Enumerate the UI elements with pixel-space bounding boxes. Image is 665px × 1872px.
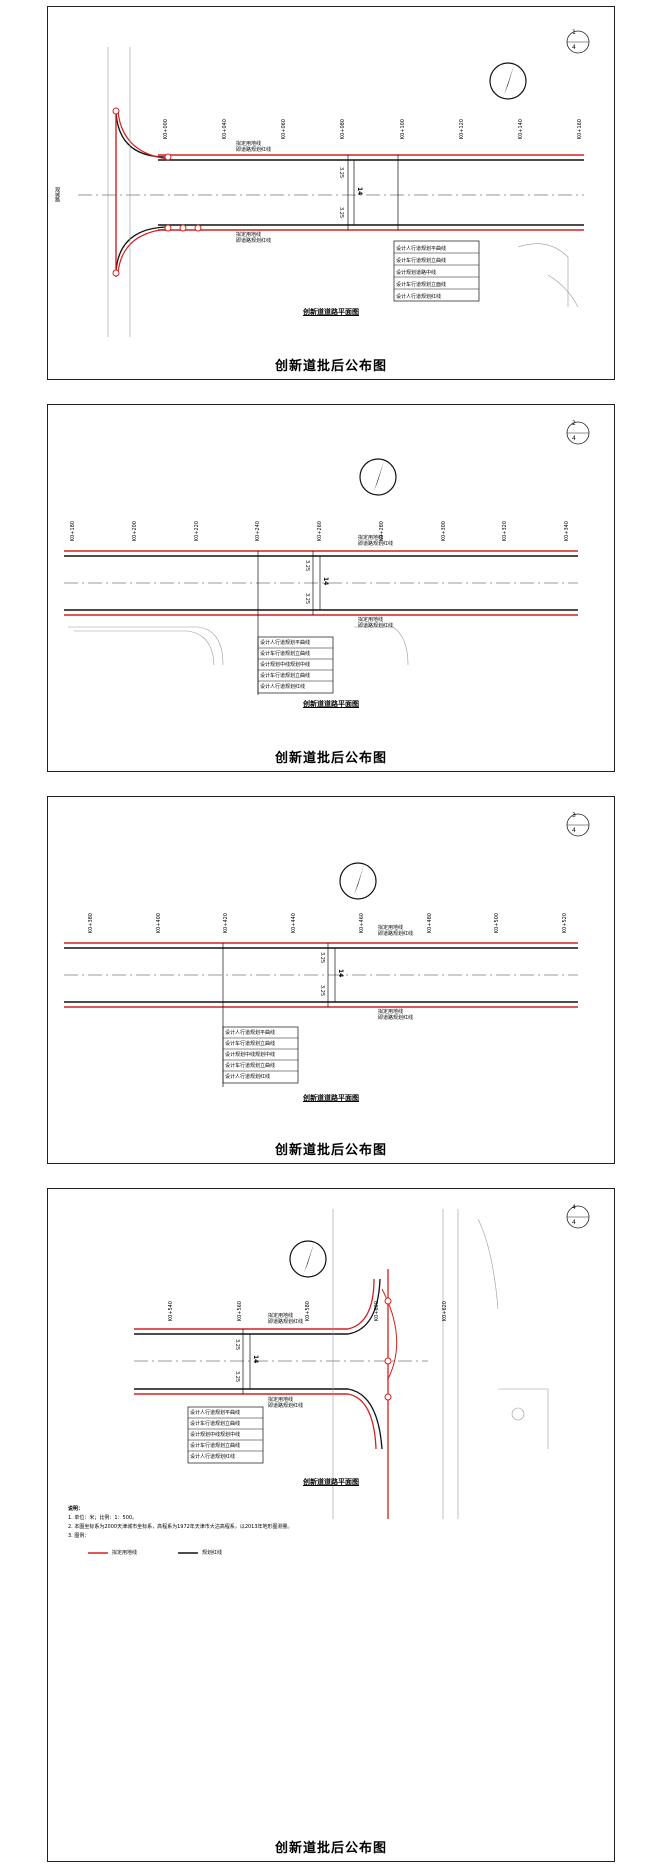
dimension-label: 14 <box>252 1355 259 1364</box>
station-label: K0+320 <box>502 521 509 542</box>
north-arrow-icon <box>289 1240 327 1278</box>
page-total: 4 <box>572 827 576 834</box>
legend-table: 设计人行道规划平曲线设计车行道规划立曲线 设计规划道路中线设计车行道规划立面线 … <box>396 246 447 300</box>
station-row: K0+000 K0+040 K0+060 K0+080 K0+100 K0+12… <box>163 119 583 139</box>
legend-table: 设计人行道规划平曲线设计车行道规划立曲线 设计规划中线规划中线设计车行道规划立曲… <box>260 640 311 690</box>
north-arrow-icon <box>359 458 397 496</box>
legend-red-label: 拟定用地线 <box>112 1550 138 1556</box>
station-label: K0+200 <box>131 521 138 542</box>
dimension-label: 3.25 <box>304 560 310 572</box>
line-callout: 拟定用地线即道路规划红线 <box>236 232 272 244</box>
station-label: K0+340 <box>564 521 570 542</box>
plan-drawing-3 <box>64 813 590 1087</box>
drawing-sheet-4: 4 4 K0+540 K0+560 K0+580 K0+600 K0+620 拟… <box>47 1188 615 1862</box>
north-arrow-icon <box>339 862 377 900</box>
station-label: K0+240 <box>255 521 262 542</box>
dimension-label: 3.25 <box>338 207 344 219</box>
line-callout: 拟定用地线即道路规划红线 <box>358 617 394 629</box>
plan-title: 创新道道路平面图 <box>303 700 359 708</box>
station-label: K0+580 <box>305 1301 311 1322</box>
station-label: K0+520 <box>561 913 568 934</box>
station-row: K0+380 K0+400 K0+420 K0+440 K0+460 K0+48… <box>88 913 568 933</box>
dimension-label: 3.25 <box>319 985 325 997</box>
page-number: 1 <box>572 29 576 36</box>
plan-drawing-2 <box>64 421 590 695</box>
sheet-caption: 创新道批后公布图 <box>274 751 387 766</box>
dimension-label: 3.25 <box>234 1339 240 1351</box>
sheet-caption: 创新道批后公布图 <box>274 359 387 374</box>
page-total: 4 <box>572 1219 576 1226</box>
line-callout: 拟定用地线即道路规划红线 <box>236 141 272 153</box>
drawing-sheet-3: 3 4 K0+380 K0+400 K0+420 K0+440 K0+460 K… <box>47 796 615 1164</box>
page-total: 4 <box>572 435 576 442</box>
sheet-caption: 创新道批后公布图 <box>274 1841 387 1856</box>
page-number: 2 <box>572 420 576 427</box>
legend-black-label: 规划红线 <box>202 1550 223 1556</box>
line-callout: 拟定用地线即道路规划红线 <box>268 1313 304 1325</box>
station-label: K0+620 <box>442 1301 448 1322</box>
station-label: K0+140 <box>517 119 524 140</box>
plan-drawing-4 <box>88 1205 590 1554</box>
station-row: K0+180 K0+200 K0+220 K0+240 K0+260 K0+28… <box>70 521 570 541</box>
dimension-label: 3.25 <box>319 952 325 964</box>
line-callout: 拟定用地线即道路规划红线 <box>268 1397 304 1409</box>
dimension-label: 14 <box>322 577 329 586</box>
road-name-left: 观城路 <box>54 187 60 202</box>
legend-table: 设计人行道规划平曲线设计车行道规划立曲线 设计规划中线规划中线设计车行道规划立曲… <box>225 1030 276 1080</box>
legend-table: 设计人行道规划平曲线设计车行道规划立曲线 设计规划中线规划中线设计车行道规划立曲… <box>190 1410 241 1460</box>
station-label: K0+260 <box>317 521 323 542</box>
station-label: K0+600 <box>373 1301 380 1322</box>
station-label: K0+440 <box>291 913 298 934</box>
station-label: K0+480 <box>426 913 433 934</box>
plan-title: 创新道道路平面图 <box>303 1094 359 1102</box>
page-number: 4 <box>572 1204 576 1211</box>
station-row: K0+540 K0+560 K0+580 K0+600 K0+620 <box>168 1301 448 1321</box>
dimension-label: 3.25 <box>234 1371 240 1383</box>
station-label: K0+080 <box>340 119 347 140</box>
station-label: K0+540 <box>168 1301 174 1322</box>
station-label: K0+400 <box>155 913 162 934</box>
dimension-label: 14 <box>337 969 344 978</box>
station-label: K0+560 <box>236 1301 243 1322</box>
station-label: K0+160 <box>576 119 583 140</box>
plan-title: 创新道道路平面图 <box>303 1478 359 1486</box>
dimension-label: 3.25 <box>304 593 310 605</box>
drawing-sheet-2: 2 4 K0+180 K0+200 K0+220 K0+240 K0+260 K… <box>47 404 615 772</box>
station-label: K0+300 <box>440 521 447 542</box>
dimension-label: 14 <box>356 187 363 196</box>
station-label: K0+120 <box>458 119 465 140</box>
line-callout: 拟定用地线即道路规划红线 <box>378 1009 414 1021</box>
north-arrow-icon <box>489 62 527 100</box>
plan-drawing-1 <box>78 30 590 337</box>
page-number: 3 <box>572 812 576 819</box>
station-label: K0+460 <box>358 913 365 934</box>
line-callout: 拟定用地线即道路规划红线 <box>358 535 394 547</box>
station-label: K0+220 <box>193 521 200 542</box>
page-total: 4 <box>572 44 576 51</box>
drawing-notes: 说明： 1. 单位：米；比例：1：500。 2. 本图坐标系为2000天津城市坐… <box>68 1506 293 1539</box>
station-label: K0+000 <box>163 119 169 140</box>
station-label: K0+500 <box>494 913 501 934</box>
drawing-sheet-1: 1 4 K0+000 K0+040 K0+060 K0+080 K0+100 K… <box>47 6 615 380</box>
sheet-caption: 创新道批后公布图 <box>274 1143 387 1158</box>
station-label: K0+180 <box>70 521 76 542</box>
station-label: K0+060 <box>281 119 288 140</box>
station-label: K0+100 <box>399 119 406 140</box>
station-label: K0+380 <box>88 913 94 934</box>
dimension-label: 3.25 <box>338 167 344 179</box>
plan-title: 创新道道路平面图 <box>303 308 359 316</box>
line-callout: 拟定用地线即道路规划红线 <box>378 925 414 937</box>
station-label: K0+420 <box>223 913 230 934</box>
station-label: K0+040 <box>222 119 229 140</box>
